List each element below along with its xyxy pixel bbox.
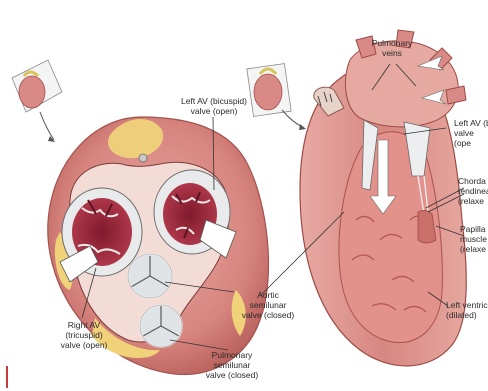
label-aortic-semilunar-valve: Aortic semilunar valve (closed) [240,290,296,320]
label-right-av-valve: Right AV (tricuspid) valve (open) [56,320,112,350]
label-pulmonary-veins: Pulmonary veins [364,38,420,58]
orientation-heart-icon-left [12,60,62,142]
label-left-av-valve: Left AV (bicuspid) valve (open) [168,96,260,116]
label-pulmonary-semilunar-valve: Pulmonary semilunar valve (closed) [200,350,264,380]
label-left-av-valve-cropped: Left AV (bic valve (ope [454,118,488,148]
label-left-ventricle: Left ventrick (dilated) [446,300,488,320]
label-papillary-muscles: Papilla muscle (relaxe [460,224,488,254]
coronary-vessel [139,154,147,162]
label-chordae-tendineae: Chorda tendinea (relaxe [458,176,488,206]
aortic-semilunar-valve [128,254,172,298]
page-edge-mark [6,366,8,388]
